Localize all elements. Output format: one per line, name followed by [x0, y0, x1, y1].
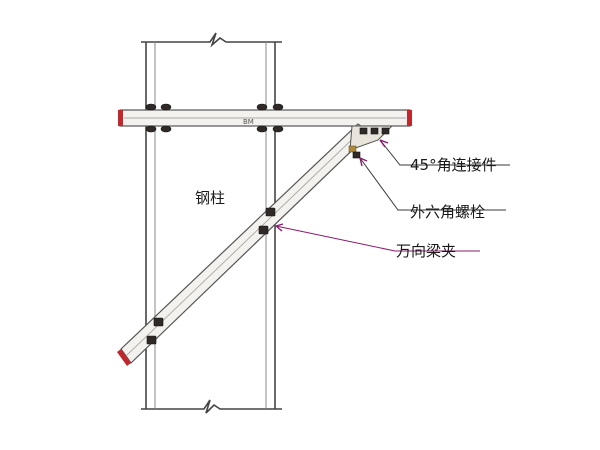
connector-45-assembly	[348, 125, 394, 159]
hex-bolt-label: 外六角螺栓	[410, 203, 485, 221]
column-top-break	[141, 32, 282, 48]
beam-left-end-cap	[118, 110, 123, 126]
bolt-icon	[145, 125, 157, 133]
column-label: 钢柱	[195, 189, 225, 207]
callout-hex-bolt	[359, 157, 506, 211]
arrow-icon	[379, 139, 389, 148]
arrow-icon	[359, 157, 368, 167]
bolt-icon	[272, 125, 284, 133]
bolt-icon	[160, 103, 172, 111]
beam-right-end-cap	[407, 110, 412, 126]
bolt-icon	[256, 125, 268, 133]
brace-end-cap	[117, 349, 131, 366]
callout-connector-45	[379, 139, 510, 166]
clamp-icon	[258, 225, 269, 235]
diagonal-brace-body	[120, 123, 371, 364]
leader-line	[359, 157, 506, 211]
leader-line	[275, 225, 480, 252]
diagonal-brace-stripe	[125, 127, 365, 357]
callout-universal-clamp	[275, 223, 480, 252]
leader-line	[379, 139, 510, 166]
clamp-icon	[265, 207, 276, 217]
hex-bolt-icon	[348, 145, 357, 153]
bolt-icon	[256, 103, 268, 111]
connector-45-label: 45°角连接件	[410, 156, 497, 174]
bolt-icon	[359, 127, 368, 135]
bolt-icon	[145, 103, 157, 111]
universal-clamp-label: 万向梁夹	[396, 242, 456, 260]
column-bottom-break	[141, 399, 282, 414]
brace-clamps	[146, 207, 276, 345]
clamp-icon	[146, 335, 157, 345]
horizontal-beam: BM	[118, 109, 412, 127]
bolt-icon	[272, 103, 284, 111]
beam-mark-label: BM	[243, 118, 254, 126]
arrow-icon	[275, 223, 284, 232]
bolt-icon	[160, 125, 172, 133]
beam-column-bolts	[145, 103, 284, 133]
bolt-icon	[381, 127, 390, 135]
bolt-icon	[370, 127, 379, 135]
clamp-icon	[153, 317, 164, 327]
hex-bolt-icon	[352, 151, 361, 159]
